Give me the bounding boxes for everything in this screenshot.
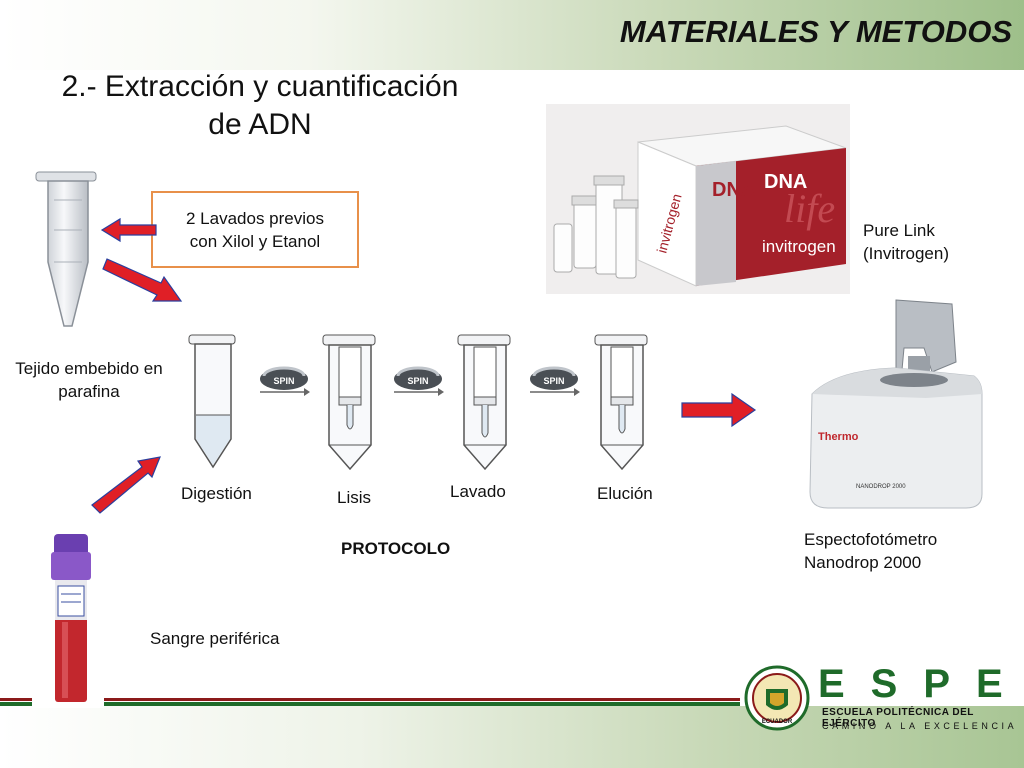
arrow-blood-to-protocol-icon [91,456,161,514]
arrow-to-spectro-icon [681,392,757,428]
nanodrop-brand: Thermo [818,431,859,443]
spin-icon-3: SPIN [530,366,580,396]
footer-stripe-green [0,702,740,706]
elucion-column-icon [594,334,648,471]
slide-title-line1: 2.- Extracción y cuantificación [61,70,459,103]
espe-logo-motto: CAMINO A LA EXCELENCIA [822,721,1018,731]
kit-box-brand: invitrogen [762,237,836,256]
tissue-label-line2: parafina [58,382,120,401]
kit-label: Pure Link (Invitrogen) [863,219,949,265]
kit-label-line2: (Invitrogen) [863,244,949,263]
spin-icon-2: SPIN [394,366,444,396]
tissue-label-line1: Tejido embebido en [15,359,163,378]
espe-logo-name: ESCUELA POLITÉCNICA DEL EJÉRCITO [822,707,974,729]
step-label-lisis: Lisis [337,488,372,507]
dna-kit-box-icon: DNA DNA invitrogen life invitrogen [546,104,850,294]
arrow-tube-to-protocol-icon [102,258,183,302]
prewash-line1: 2 Lavados previos [186,209,324,228]
spectro-label: Espectofotómetro Nanodrop 2000 [804,528,937,574]
nanodrop-model: NANODROP 2000 [856,484,906,490]
digestion-tube-icon [188,334,236,469]
prewash-line2: con Xilol y Etanol [189,232,321,251]
step-label-elucion: Elución [597,484,653,503]
kit-label-line1: Pure Link [863,221,935,240]
section-title: MATERIALES Y METODOS [619,14,1012,49]
kit-box-dna-left: DNA [712,179,755,201]
spectro-label-line1: Espectofotómetro [804,530,938,549]
spin-text-3: SPIN [543,376,564,386]
tissue-label: Tejido embebido en parafina [0,357,178,403]
step-label-lavado: Lavado [450,482,506,501]
footer-stripe-red [0,698,740,701]
blood-label: Sangre periférica [150,629,280,648]
spectro-label-line2: Nanodrop 2000 [804,553,922,572]
tissue-tube-icon [35,171,97,327]
spin-icon-1: SPIN [260,366,310,396]
nanodrop-spectrophotometer-icon: Thermo NANODROP 2000 [809,299,983,509]
kit-box-script: life [784,186,835,231]
spin-text-1: SPIN [273,376,294,386]
blood-tube-icon [32,530,104,708]
espe-seal-icon: ECUADOR [744,665,810,731]
lisis-column-icon [322,334,376,471]
kit-box-dna-right: DNA [764,171,807,193]
step-label-digestion: Digestión [181,484,252,503]
arrow-to-tube-icon [100,217,157,243]
espe-seal-text: ECUADOR [762,719,793,725]
slide-title: 2.- Extracción y cuantificación de ADN [20,68,500,144]
footer-band [0,706,1024,768]
slide-title-line2: de ADN [208,108,312,141]
header-band [0,0,1024,70]
espe-logo-letters: ESPE [818,662,1024,706]
spin-text-2: SPIN [407,376,428,386]
lavado-column-icon [457,334,511,471]
protocol-label: PROTOCOLO [341,539,451,558]
